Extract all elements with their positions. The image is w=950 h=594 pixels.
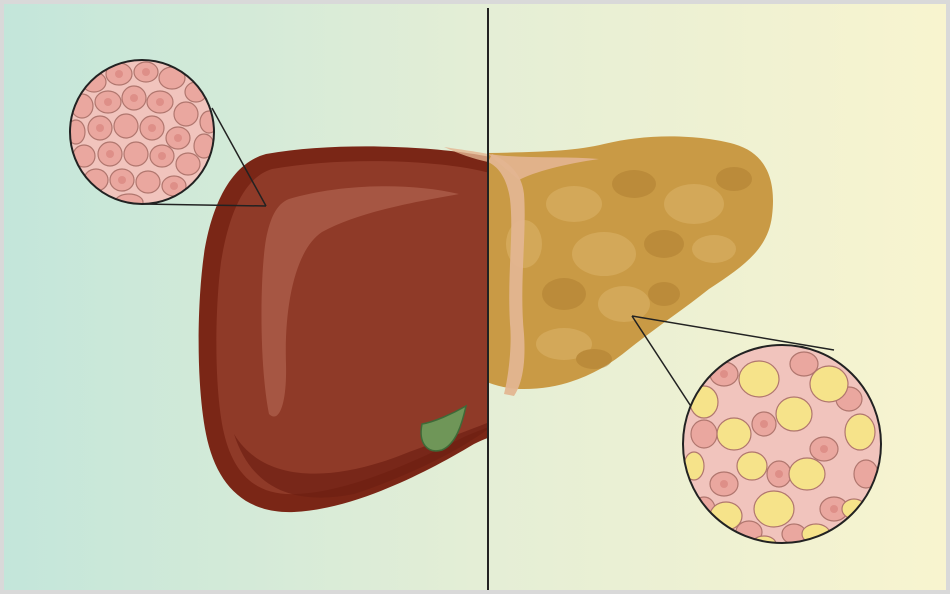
liver-comparison-illustration — [4, 4, 946, 590]
